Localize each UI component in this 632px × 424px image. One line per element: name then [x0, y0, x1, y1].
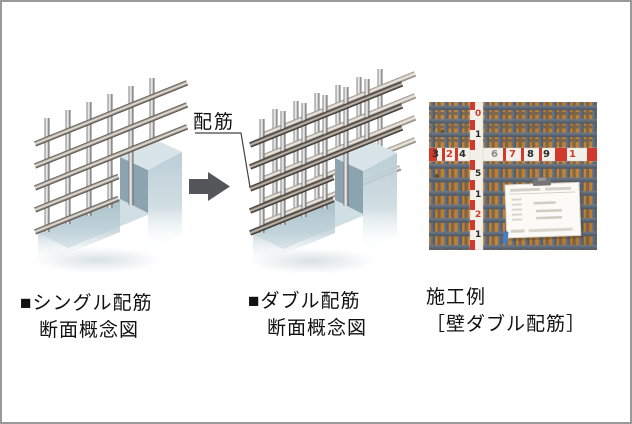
caption-single-line1: ■シングル配筋	[20, 293, 153, 314]
signboard	[502, 177, 583, 245]
tape-digit: 2	[446, 149, 453, 160]
caption-double-rebar: ■ダブル配筋 断面概念図	[248, 288, 367, 342]
tape-digit: 6	[491, 149, 498, 160]
caption-double-line1: ■ダブル配筋	[248, 291, 361, 312]
annotation-leader-line	[195, 132, 251, 188]
staff-digit: 5	[475, 169, 482, 179]
vertical-measuring-staff	[469, 102, 484, 250]
tape-digit: 8	[527, 149, 534, 160]
single-rebar-diagram	[33, 78, 189, 273]
tape-digit: 1	[569, 149, 576, 160]
rebar-annotation-label: 配筋	[193, 112, 236, 133]
construction-photo-artwork	[429, 102, 597, 250]
staff-digit: 1	[475, 230, 482, 240]
caption-single-line2: 断面概念図	[39, 320, 140, 341]
arrow-right-icon	[189, 172, 230, 201]
construction-photo: 3 2 4 6 7 8 9 1 0 1 5 1 2 1	[429, 102, 597, 250]
caption-photo-line1: 施工例	[426, 287, 487, 308]
caption-photo-example: 施工例 ［壁ダブル配筋］	[426, 284, 586, 338]
staff-digit: 1	[475, 130, 482, 140]
tape-digit: 7	[509, 149, 516, 160]
tape-digit: 3	[432, 149, 439, 160]
staff-digit: 1	[475, 190, 482, 200]
double-rebar-diagram	[248, 69, 417, 274]
tape-digit: 9	[543, 149, 550, 160]
caption-single-rebar: ■シングル配筋 断面概念図	[20, 290, 152, 344]
caption-double-line2: 断面概念図	[267, 318, 368, 339]
tape-digit: 4	[459, 149, 466, 160]
caption-photo-line2: ［壁ダブル配筋］	[426, 314, 587, 335]
staff-digit: 2	[475, 210, 482, 220]
staff-digit: 0	[475, 109, 482, 119]
